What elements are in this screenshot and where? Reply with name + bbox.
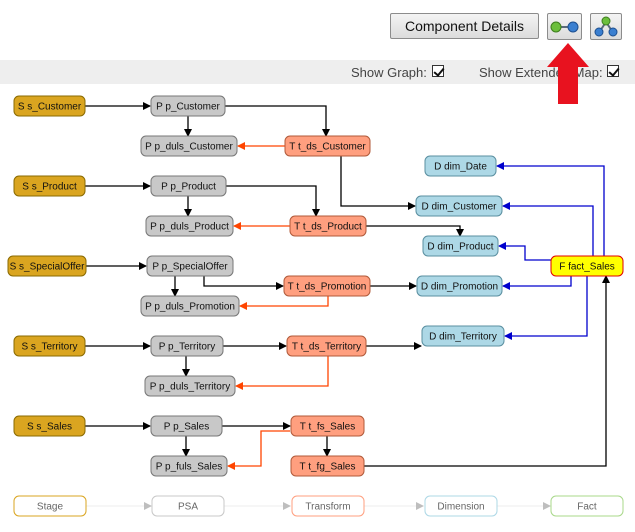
graph-edges	[85, 102, 610, 470]
svg-text:D dim_Customer: D dim_Customer	[421, 202, 497, 213]
node-p-specialoffer[interactable]: P p_SpecialOffer	[146, 255, 234, 277]
node-p-duls-territory[interactable]: P p_duls_Territory	[144, 375, 236, 397]
svg-text:F fact_Sales: F fact_Sales	[559, 262, 615, 273]
tree-view-button[interactable]	[590, 13, 622, 40]
node-p-duls-customer[interactable]: P p_duls_Customer	[140, 135, 238, 157]
node-s-customer[interactable]: S s_Customer	[13, 95, 86, 117]
edge	[502, 202, 594, 256]
svg-text:P p_duls_Customer: P p_duls_Customer	[145, 142, 233, 153]
node-t-ds-product[interactable]: T t_ds_Product	[289, 215, 367, 237]
node-s-specialoffer[interactable]: S s_SpecialOffer	[7, 255, 87, 277]
svg-text:Fact: Fact	[577, 502, 597, 513]
svg-text:D dim_Territory: D dim_Territory	[429, 332, 497, 343]
edge	[226, 185, 320, 217]
svg-text:S s_Customer: S s_Customer	[18, 102, 82, 113]
node-dim-promotion[interactable]: D dim_Promotion	[416, 275, 503, 297]
node-p-customer[interactable]: P p_Customer	[150, 95, 226, 117]
legend: Stage PSA Transform Dimension Fact	[13, 495, 624, 517]
svg-text:P p_duls_Promotion: P p_duls_Promotion	[145, 302, 235, 313]
svg-text:P p_Product: P p_Product	[161, 182, 216, 193]
component-details-button[interactable]: Component Details	[390, 13, 539, 39]
edge	[203, 276, 284, 290]
edge	[504, 276, 588, 340]
svg-text:P p_fuls_Sales: P p_fuls_Sales	[156, 462, 223, 473]
node-s-sales[interactable]: S s_Sales	[13, 415, 86, 437]
hierarchy-icon	[594, 16, 618, 37]
svg-text:T t_ds_Territory: T t_ds_Territory	[292, 342, 361, 353]
node-p-sales[interactable]: P p_Sales	[150, 415, 223, 437]
node-p-product[interactable]: P p_Product	[150, 175, 227, 197]
graph-view-button[interactable]	[547, 13, 582, 40]
options-bar	[0, 60, 635, 84]
component-details-label: Component Details	[404, 18, 525, 34]
svg-text:T t_ds_Customer: T t_ds_Customer	[289, 142, 366, 153]
legend-psa: PSA	[151, 495, 225, 517]
show-graph-label: Show Graph:	[351, 65, 427, 80]
edge	[227, 430, 290, 470]
svg-text:Transform: Transform	[305, 502, 350, 513]
edge	[496, 162, 605, 256]
svg-text:PSA: PSA	[178, 502, 198, 513]
svg-text:S s_SpecialOffer: S s_SpecialOffer	[10, 262, 86, 273]
node-dim-date[interactable]: D dim_Date	[424, 155, 497, 177]
edge	[502, 276, 572, 290]
svg-text:T t_ds_Promotion: T t_ds_Promotion	[288, 282, 367, 293]
node-p-territory[interactable]: P p_Territory	[150, 335, 224, 357]
node-p-duls-promotion[interactable]: P p_duls_Promotion	[140, 295, 240, 317]
svg-text:D dim_Date: D dim_Date	[434, 162, 487, 173]
node-s-territory[interactable]: S s_Territory	[13, 335, 86, 357]
svg-text:T t_ds_Product: T t_ds_Product	[294, 222, 362, 233]
node-p-fuls-sales[interactable]: P p_fuls_Sales	[150, 455, 228, 477]
edge	[239, 296, 329, 310]
node-fact-sales[interactable]: F fact_Sales	[550, 255, 624, 277]
svg-text:D dim_Promotion: D dim_Promotion	[421, 282, 498, 293]
edge	[340, 156, 416, 210]
node-dim-customer[interactable]: D dim_Customer	[415, 195, 503, 217]
node-t-fs-sales[interactable]: T t_fs_Sales	[290, 415, 365, 437]
node-p-duls-product[interactable]: P p_duls_Product	[145, 215, 234, 237]
edge	[235, 356, 329, 390]
edge	[498, 242, 551, 261]
edge	[364, 275, 610, 467]
legend-fact: Fact	[550, 495, 624, 517]
node-t-fg-sales[interactable]: T t_fg_Sales	[290, 455, 365, 477]
legend-transform: Transform	[291, 495, 365, 517]
edge	[225, 105, 330, 137]
svg-text:P p_duls_Territory: P p_duls_Territory	[150, 382, 230, 393]
node-t-ds-promotion[interactable]: T t_ds_Promotion	[283, 275, 371, 297]
svg-text:T t_fs_Sales: T t_fs_Sales	[300, 422, 355, 433]
node-dim-territory[interactable]: D dim_Territory	[421, 325, 505, 347]
svg-text:S s_Product: S s_Product	[22, 182, 77, 193]
node-dim-product[interactable]: D dim_Product	[422, 235, 499, 257]
svg-text:D dim_Product: D dim_Product	[427, 242, 493, 253]
svg-text:P p_SpecialOffer: P p_SpecialOffer	[152, 262, 228, 273]
svg-text:P p_Sales: P p_Sales	[164, 422, 209, 433]
svg-text:P p_Customer: P p_Customer	[156, 102, 220, 113]
linked-nodes-icon	[550, 21, 579, 33]
svg-text:P p_duls_Product: P p_duls_Product	[150, 222, 229, 233]
node-t-ds-customer[interactable]: T t_ds_Customer	[284, 135, 371, 157]
legend-stage: Stage	[13, 495, 87, 517]
svg-text:S s_Territory: S s_Territory	[21, 342, 77, 353]
svg-text:Dimension: Dimension	[437, 502, 484, 513]
node-t-ds-territory[interactable]: T t_ds_Territory	[286, 335, 367, 357]
legend-dimension: Dimension	[424, 495, 498, 517]
svg-text:Stage: Stage	[37, 502, 64, 513]
svg-text:T t_fg_Sales: T t_fg_Sales	[300, 462, 356, 473]
svg-text:P p_Territory: P p_Territory	[159, 342, 216, 353]
node-s-product[interactable]: S s_Product	[13, 175, 86, 197]
svg-text:S s_Sales: S s_Sales	[27, 422, 72, 433]
edge	[366, 225, 464, 237]
show-extended-map-checkbox[interactable]	[607, 65, 619, 77]
show-graph-checkbox[interactable]	[432, 65, 444, 77]
